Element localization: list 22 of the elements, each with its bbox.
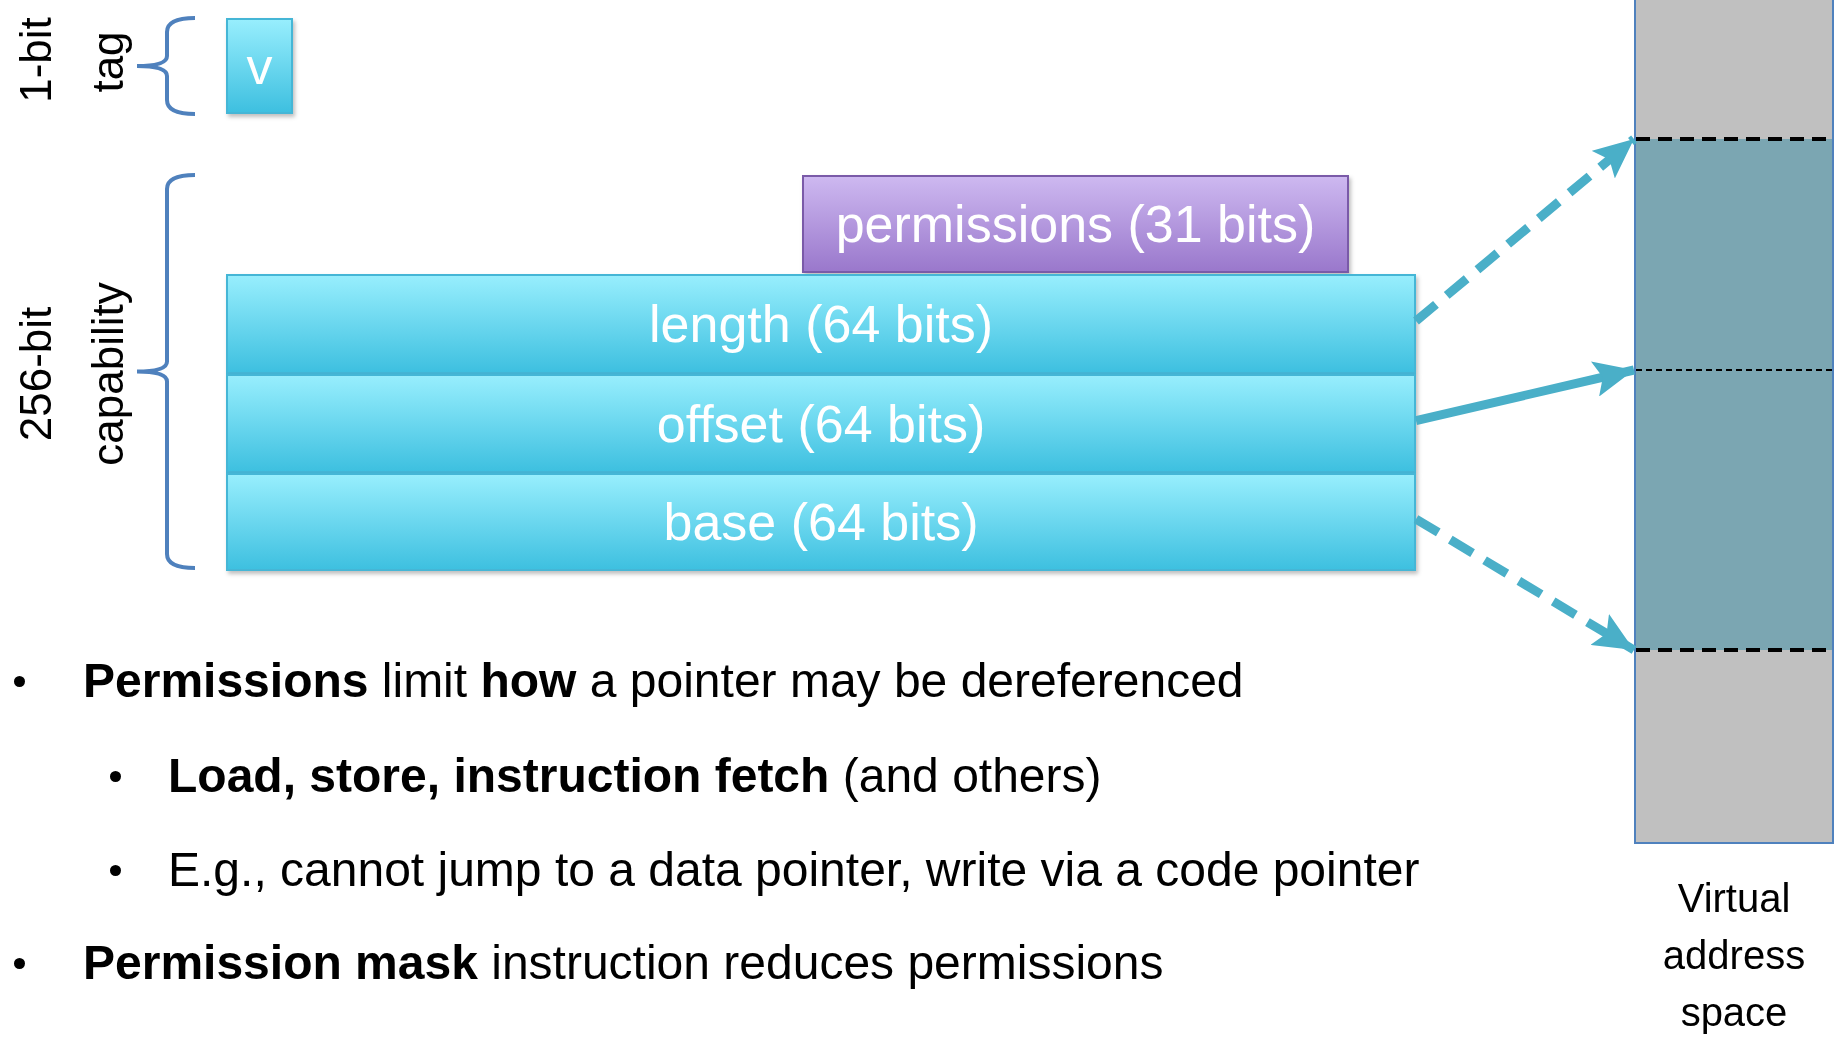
column-caption: Virtual address space <box>1661 875 1807 1036</box>
capability-field-box <box>226 274 1416 374</box>
field-label: offset (64 bits) <box>656 393 986 454</box>
bullet-text: Load, store, instruction fetch (and others) <box>168 748 1102 803</box>
brace-label: 256-bit <box>11 306 61 442</box>
bullet-text: Permission mask instruction reduces permissions <box>83 935 1164 990</box>
bullet-text: Permissions limit how a pointer may be dereferenced <box>83 653 1244 708</box>
field-label: permissions (31 bits) <box>835 194 1316 254</box>
pointer-arrow <box>1415 361 1635 425</box>
pointer-arrow <box>1413 515 1637 654</box>
bullet-text: E.g., cannot jump to a data pointer, write via a code pointer <box>168 842 1420 897</box>
brace-label: 1-bit <box>11 17 61 103</box>
tag-bit-box <box>226 18 293 114</box>
capability-field-box <box>226 473 1416 571</box>
field-label: v <box>246 36 273 96</box>
field-label: length (64 bits) <box>649 294 993 354</box>
capability-field-box <box>226 374 1416 473</box>
brace-label: capability <box>83 282 133 466</box>
capability-field-box <box>802 175 1349 273</box>
brace-label: tag <box>83 31 133 93</box>
pointer-arrow <box>1413 135 1637 325</box>
field-label: base (64 bits) <box>663 492 979 552</box>
